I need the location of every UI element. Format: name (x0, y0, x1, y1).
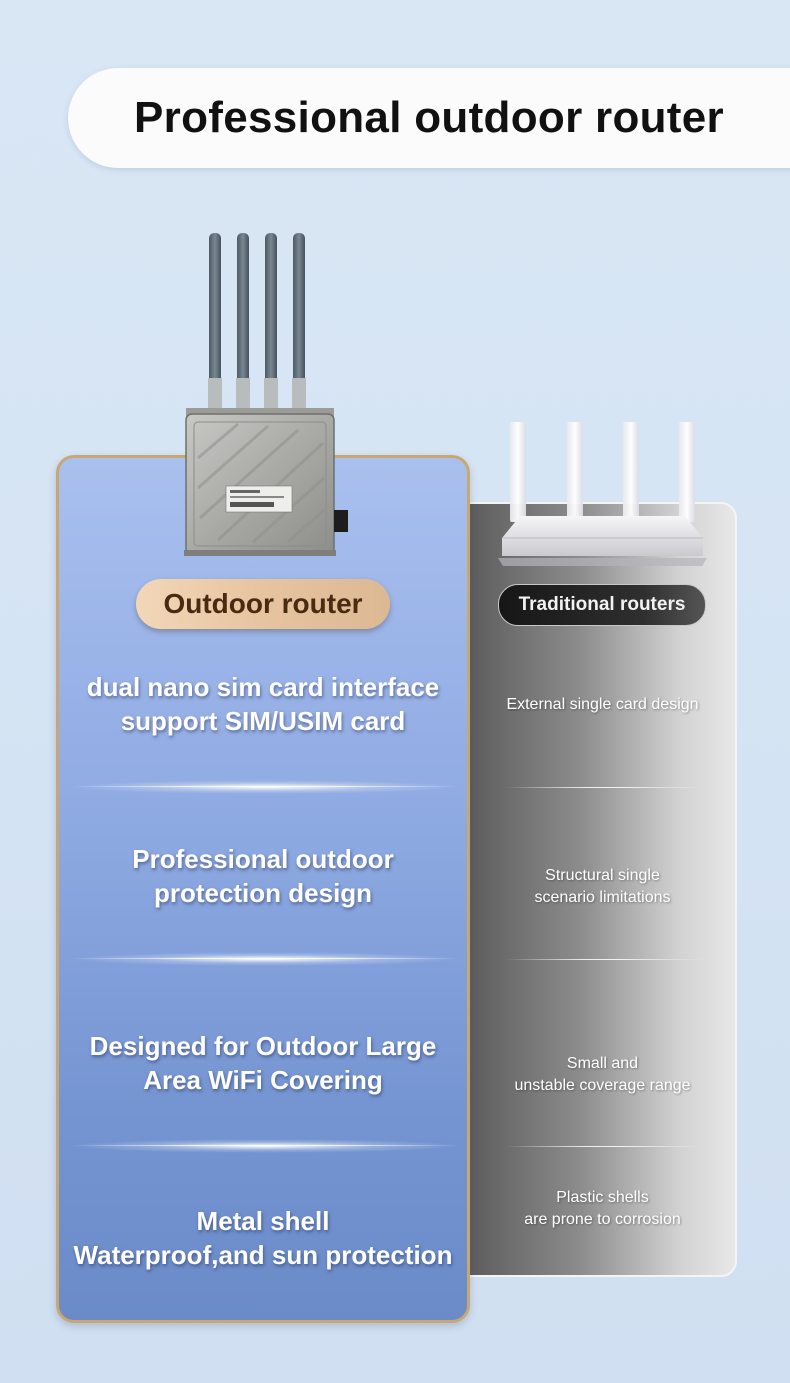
divider-glow (70, 780, 460, 794)
outdoor-feature-sim: dual nano sim card interface support SIM… (86, 672, 440, 736)
outdoor-feature-coverage: Designed for Outdoor Large Area WiFi Cov… (89, 1031, 437, 1095)
divider-line (505, 959, 705, 960)
outdoor-router-label: Outdoor router (136, 579, 390, 629)
traditional-feature-sim: External single card design (506, 696, 699, 713)
outdoor-feature-protection: Professional outdoor protection design (132, 844, 394, 908)
page-title: Professional outdoor router (134, 93, 724, 142)
divider-glow (70, 952, 460, 966)
divider-glow (70, 1139, 460, 1153)
traditional-feature-structure: Structural single scenario limitations (534, 867, 671, 906)
divider-line (505, 787, 705, 788)
outdoor-feature-shell: Metal shell Waterproof,and sun protectio… (73, 1206, 453, 1270)
traditional-router-image (498, 422, 707, 566)
outdoor-router-image (184, 233, 348, 556)
traditional-routers-label: Traditional routers (498, 584, 706, 626)
divider-line (505, 1146, 705, 1147)
traditional-feature-coverage: Small and unstable coverage range (514, 1055, 691, 1094)
title-banner (68, 68, 790, 168)
traditional-feature-shell: Plastic shells are prone to corrosion (524, 1189, 681, 1228)
traditional-panel (455, 502, 737, 1277)
